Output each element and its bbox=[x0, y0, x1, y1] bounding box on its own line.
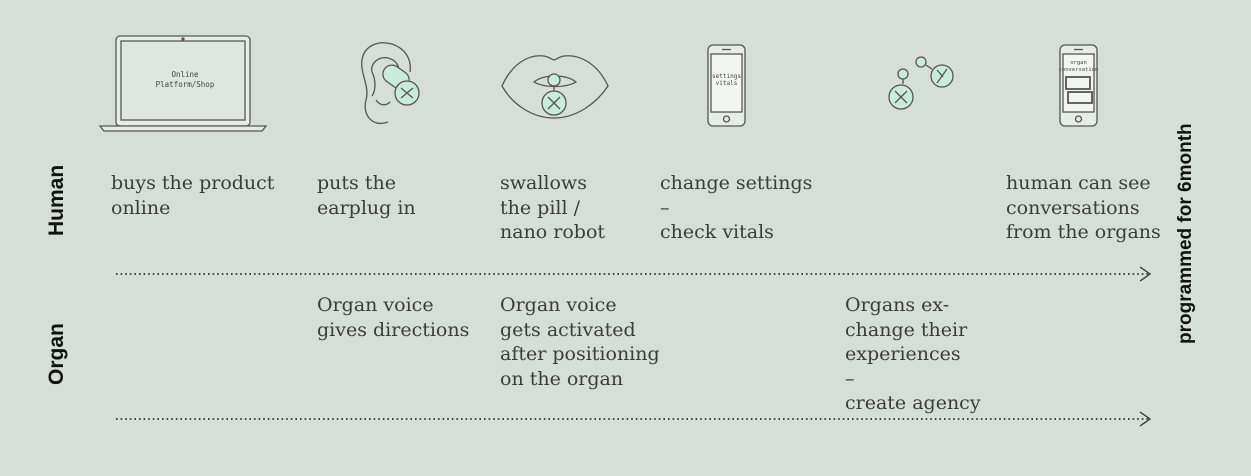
organ-step-activated: Organ voice gets activated after positio… bbox=[500, 294, 660, 390]
ear-earplug-icon bbox=[361, 42, 420, 125]
laptop-icon: Online Platform/Shop bbox=[98, 35, 268, 132]
arrow-right-icon bbox=[1139, 411, 1152, 427]
human-step-settings: change settings – check vitals bbox=[660, 172, 813, 243]
mouth-pill-icon bbox=[501, 55, 609, 119]
phone2-screen-line1: organ bbox=[1070, 60, 1087, 66]
organ-robots-icon bbox=[888, 56, 954, 110]
human-step-buy: buys the product online bbox=[111, 172, 275, 219]
row-label-organ: Organ bbox=[45, 323, 68, 385]
phone2-screen-line2: conversation bbox=[1059, 67, 1099, 73]
row-label-human: Human bbox=[45, 164, 68, 236]
phone-settings-icon: settings vitals bbox=[707, 44, 746, 127]
timeline-organ bbox=[116, 411, 1152, 427]
organ-step-directions: Organ voice gives directions bbox=[317, 294, 470, 341]
timeline-human bbox=[116, 266, 1152, 282]
phone1-screen-line1: settings bbox=[712, 73, 741, 80]
laptop-screen-line2: Platform/Shop bbox=[156, 80, 215, 89]
human-step-earplug: puts the earplug in bbox=[317, 172, 416, 219]
phone-conversation-icon: organ conversation bbox=[1059, 44, 1099, 127]
organ-step-exchange: Organs ex- change their experiences – cr… bbox=[845, 294, 981, 414]
laptop-screen-line1: Online bbox=[171, 70, 199, 79]
human-step-conversations: human can see conversations from the org… bbox=[1006, 172, 1161, 243]
duration-label: programmed for 6month bbox=[1175, 123, 1196, 344]
phone1-screen-line2: vitals bbox=[716, 80, 738, 87]
arrow-right-icon bbox=[1139, 266, 1152, 282]
human-step-swallow: swallows the pill / nano robot bbox=[500, 172, 606, 243]
